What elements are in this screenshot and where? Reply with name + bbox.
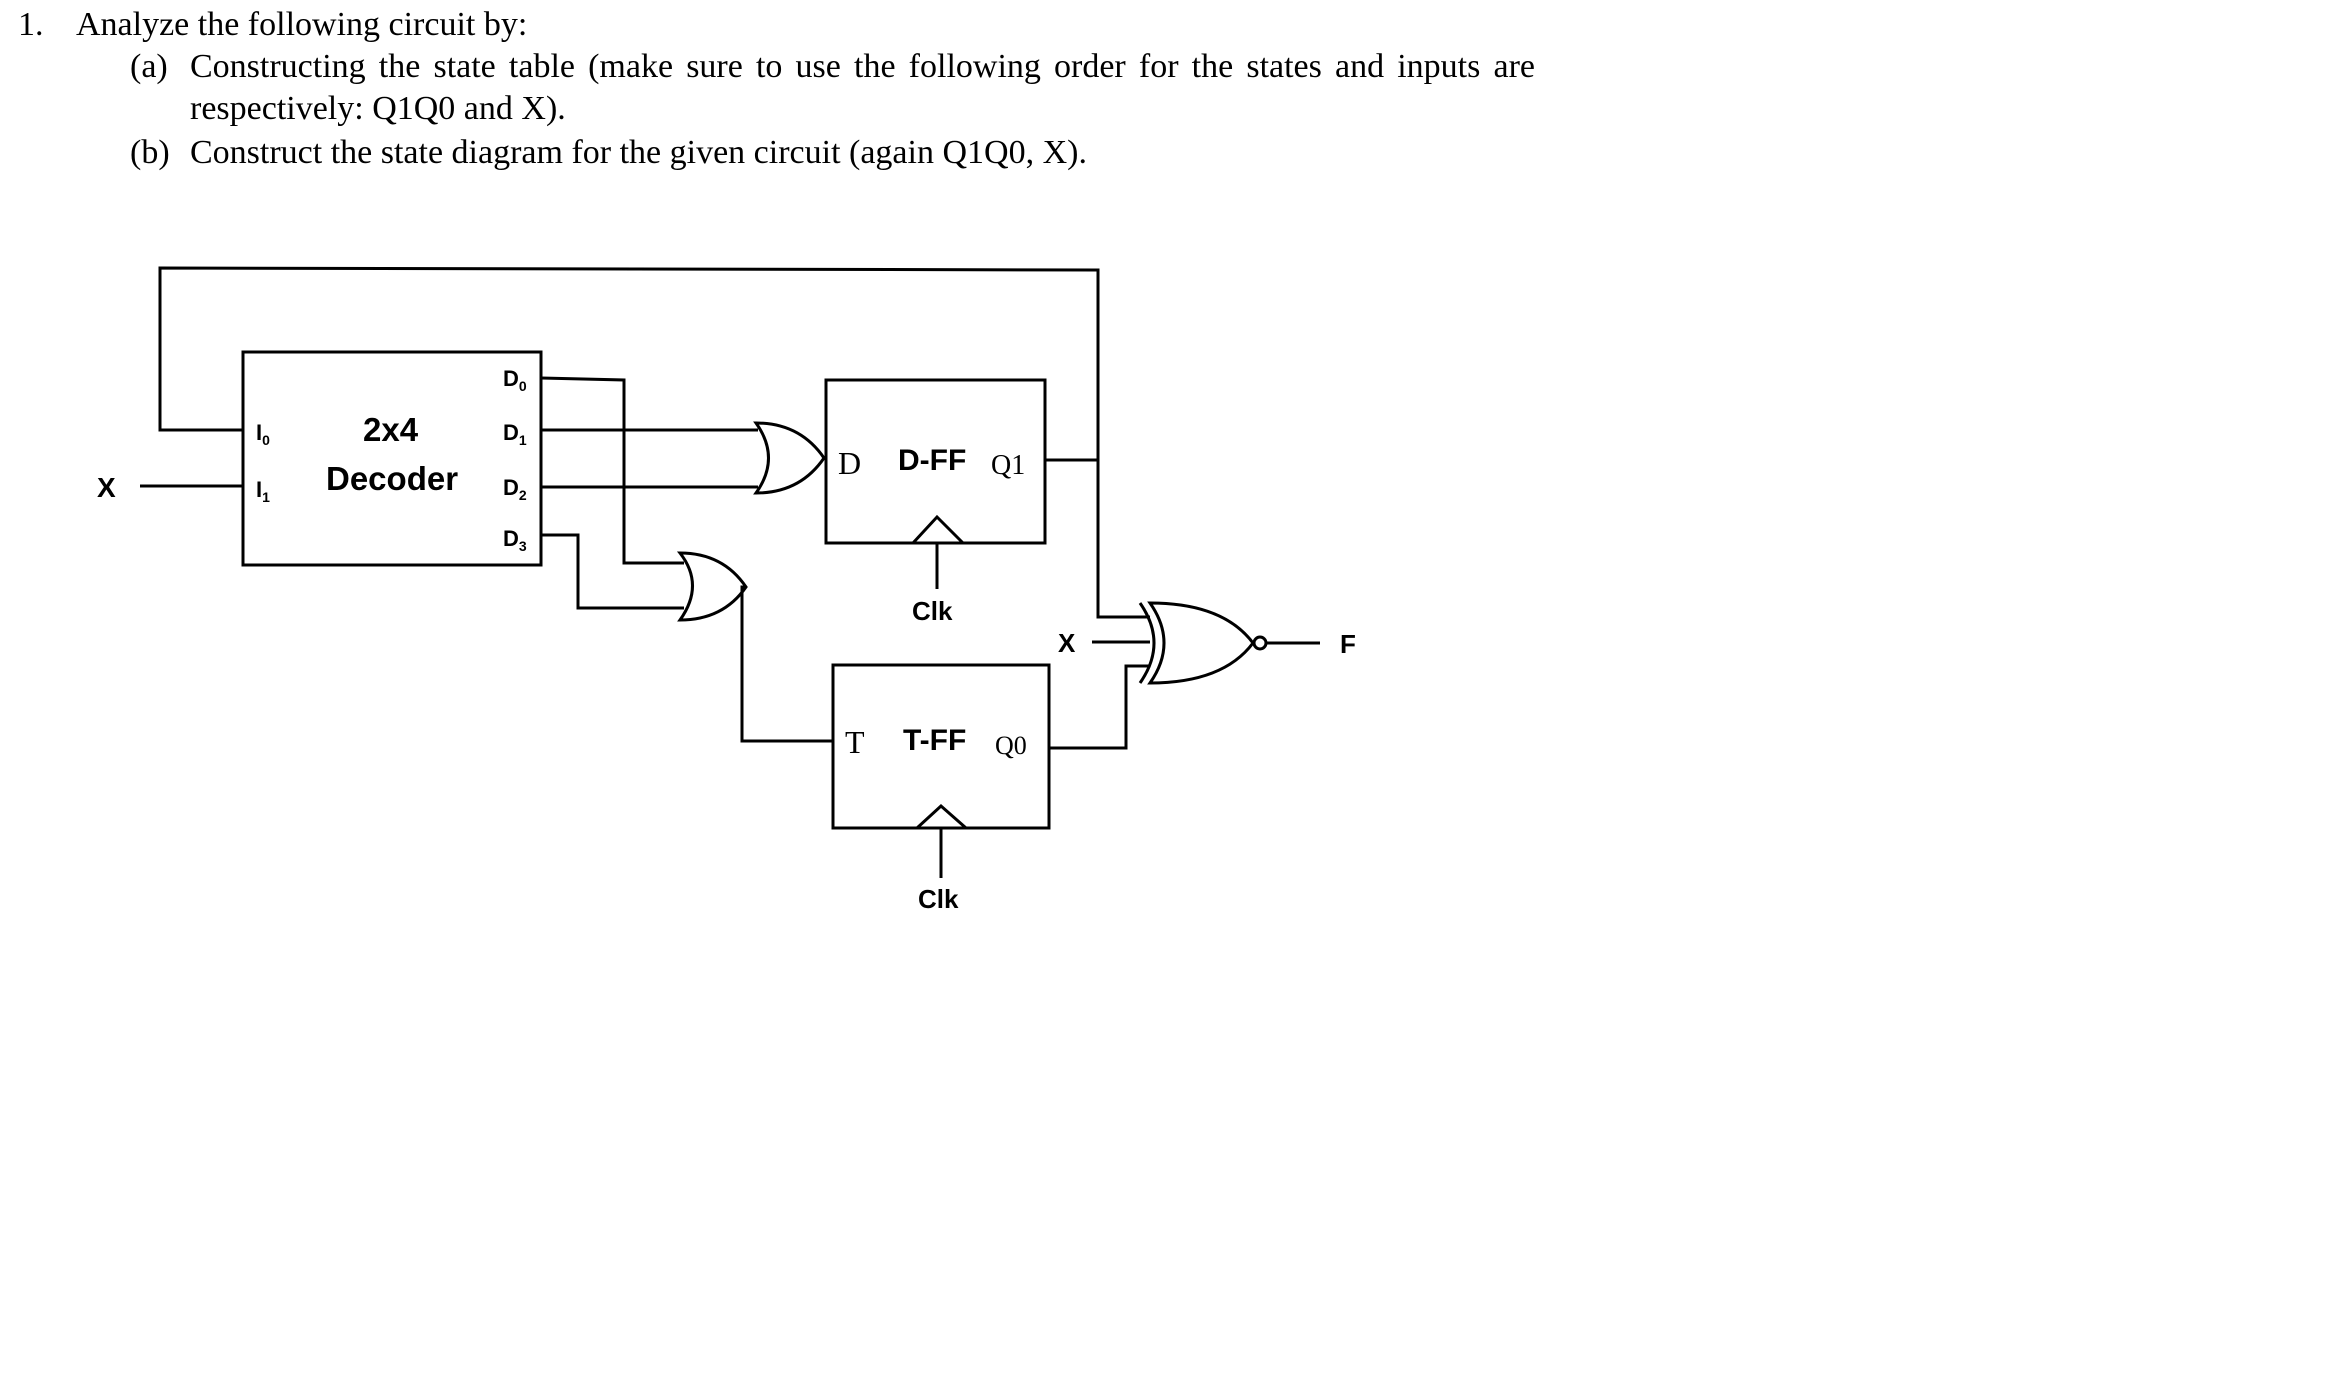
- xnor-x-label: X: [1058, 628, 1076, 658]
- circuit-diagram: X I0 I1 2x4 Decoder D0 D1 D2 D3 D D-FF Q…: [97, 266, 1356, 914]
- q0-to-xnor-wire: [1049, 664, 1150, 750]
- question-number: 1.: [18, 6, 44, 43]
- decoder-subtitle: Decoder: [326, 460, 458, 497]
- or2-output-wire: [740, 585, 833, 743]
- decoder-box: [241, 350, 543, 567]
- part-b-label: (b): [130, 134, 170, 171]
- tff-input-label: T: [845, 724, 865, 760]
- decoder-output-d2: D2: [503, 475, 527, 503]
- tff-clock-label: Clk: [918, 884, 959, 914]
- tff-name: T-FF: [903, 724, 966, 757]
- dff-input-label: D: [838, 445, 861, 481]
- part-a-text: Constructing the state table (make sure …: [190, 48, 1535, 127]
- decoder-output-d1: D1: [503, 420, 527, 448]
- decoder-input-i1: I1: [256, 477, 270, 505]
- dff-output-label: Q1: [991, 450, 1025, 481]
- q1-to-xnor-wire: [1096, 460, 1150, 619]
- decoder-output-d3: D3: [503, 526, 527, 554]
- xnor-extra-arc: [1138, 602, 1156, 684]
- xnor-gate: [1147, 601, 1255, 685]
- or-gate-1: [753, 421, 826, 495]
- tff-clock-triangle: [915, 803, 967, 830]
- decoder-input-i0: I0: [256, 420, 270, 448]
- question-text: Analyze the following circuit by:: [76, 6, 528, 43]
- f-output-label: F: [1340, 629, 1356, 659]
- d3-wire: [541, 533, 684, 610]
- dff-clock-triangle: [911, 514, 965, 545]
- dff-clock-label: Clk: [912, 596, 953, 626]
- part-a-label: (a): [130, 48, 168, 85]
- tff-output-label: Q0: [995, 731, 1027, 760]
- d0-wire: [540, 376, 684, 565]
- part-b-text: Construct the state diagram for the give…: [190, 134, 1087, 171]
- or-gate-2: [676, 551, 748, 622]
- decoder-output-d0: D0: [503, 366, 527, 394]
- feedback-wire: [158, 266, 1100, 462]
- xnor-bubble: [1252, 635, 1268, 651]
- x-input-label: X: [97, 472, 116, 503]
- dff-name: D-FF: [898, 444, 966, 477]
- decoder-title: 2x4: [363, 411, 419, 448]
